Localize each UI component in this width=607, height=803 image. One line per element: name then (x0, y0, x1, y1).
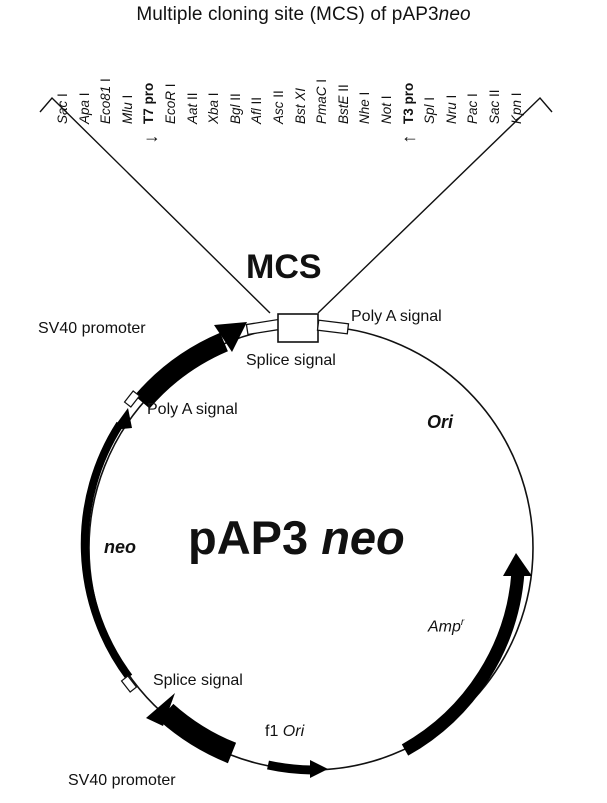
title-prefix: Multiple cloning site (MCS) of pAP3 (136, 4, 439, 25)
polya-signal-left-label: Poly A signal (147, 401, 238, 418)
f1-ori-text: Ori (282, 723, 305, 740)
sv40-promoter-top-arc (134, 332, 229, 409)
sv40-promoter-bottom-arc (158, 703, 237, 764)
splice-signal-bottom-box (120, 675, 138, 693)
amp-label: Ampr (428, 617, 464, 636)
splice-signal-top-label: Splice signal (246, 352, 336, 369)
amp-label-text: Amp (428, 618, 461, 636)
polya-top-box (316, 319, 350, 335)
neo-gene-arc (80, 421, 133, 680)
plasmid-name: pAP3 neo (188, 510, 405, 565)
title-suffix: neo (438, 4, 471, 25)
neo-label: neo (104, 537, 137, 557)
sv40-promoter-top-arrowhead (214, 322, 247, 352)
f1-ori-label: f1 Ori (265, 723, 304, 741)
f1-prefix: f1 (265, 723, 283, 740)
splice-signal-bottom-label: Splice signal (153, 672, 243, 689)
neo-arrowhead (112, 408, 132, 430)
splice-signal-top-box (245, 318, 281, 336)
plasmid-name-suffix: neo (321, 511, 405, 564)
mcs-label: MCS (246, 248, 322, 286)
figure-title: Multiple cloning site (MCS) of pAP3neo (0, 4, 607, 26)
amp-gene-arc (401, 571, 525, 756)
polya-left-box (123, 390, 141, 408)
t7-direction-arrow: → (143, 126, 161, 146)
ori-label: Ori (427, 412, 454, 432)
f1-ori-arrowhead (310, 760, 328, 778)
amp-arrowhead (503, 553, 532, 576)
sv40-promoter-bottom-arrowhead (146, 693, 175, 726)
mcs-expansion-line-left (39, 96, 271, 314)
t3-direction-arrow: ← (401, 126, 419, 146)
amp-label-sup: r (460, 617, 465, 628)
polya-signal-top-label: Poly A signal (351, 308, 442, 325)
sv40-promoter-bottom-label: SV40 promoter (68, 772, 176, 789)
plasmid-name-prefix: pAP3 (188, 511, 322, 564)
mcs-expansion-line-right (317, 96, 553, 314)
sv40-promoter-top-label: SV40 promoter (38, 320, 146, 337)
mcs-box (277, 313, 319, 343)
f1-ori-arc (267, 760, 313, 775)
